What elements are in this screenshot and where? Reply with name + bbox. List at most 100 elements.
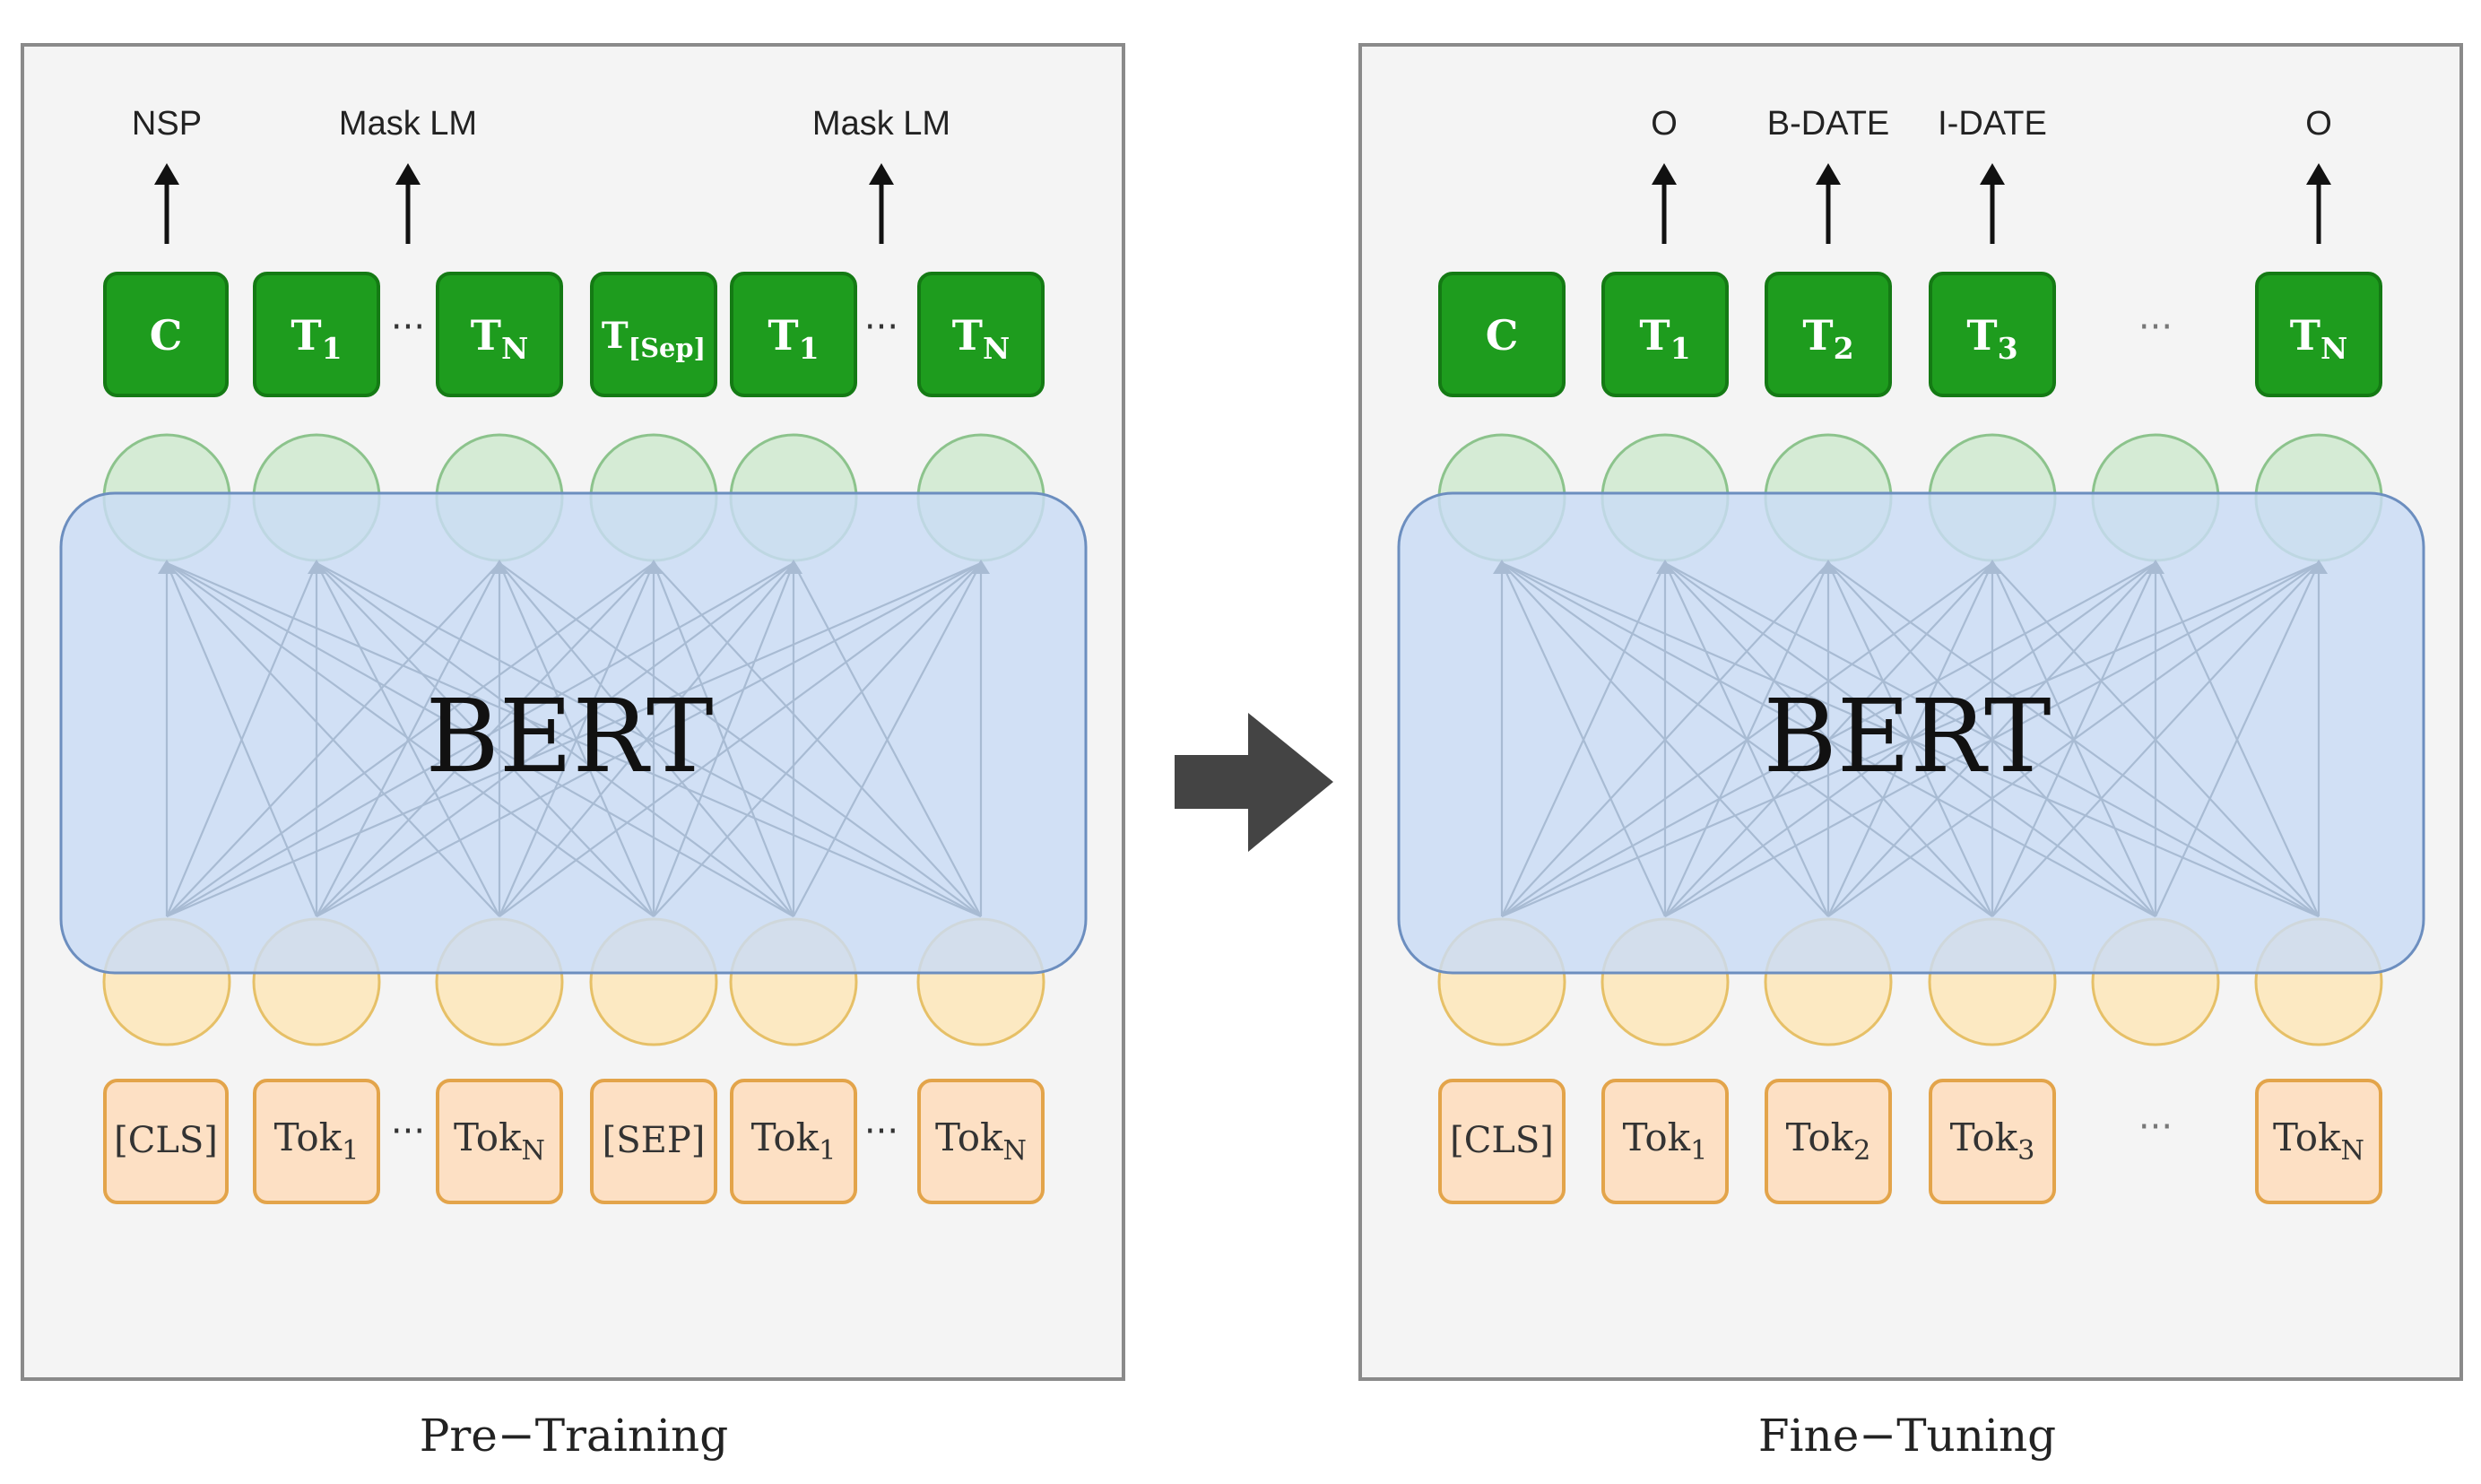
input-token-tokn: TokN [436, 1079, 563, 1204]
svg-text:Tok3: Tok3 [1950, 1115, 2035, 1167]
connection-line [1501, 562, 1829, 917]
connection-arrowhead [308, 560, 325, 574]
input-token-sep: [SEP] [590, 1079, 717, 1204]
svg-text:T1: T1 [291, 311, 342, 366]
svg-text:Tok1: Tok1 [274, 1115, 360, 1167]
svg-text:T1: T1 [768, 311, 819, 366]
connection-line [166, 562, 794, 917]
transition-arrow-icon [1175, 713, 1333, 852]
input-token-tokn: TokN [2255, 1079, 2382, 1204]
connection-arrowhead [1493, 560, 1511, 574]
svg-text:TokN: TokN [935, 1115, 1027, 1167]
input-token-tok1: Tok1 [253, 1079, 380, 1204]
svg-text:Tok1: Tok1 [751, 1115, 837, 1167]
bert-model-box [1397, 491, 2425, 975]
svg-text:[SEP]: [SEP] [603, 1120, 706, 1161]
output-label-b-date: B-DATE [1767, 105, 1890, 143]
output-label-i-date: I-DATE [1938, 105, 2047, 143]
output-token-tn: TN [2255, 272, 2382, 397]
input-token-tok2: Tok2 [1765, 1079, 1892, 1204]
ellipsis: ··· [2138, 307, 2173, 348]
output-token-t1-b: T1 [730, 272, 857, 397]
connection-line [316, 562, 500, 917]
connection-line [1991, 562, 2320, 917]
nsp-label: NSP [132, 105, 202, 143]
svg-text:[CLS]: [CLS] [1450, 1120, 1554, 1161]
output-token-tn-b: TN [917, 272, 1045, 397]
connection-arrowhead [490, 560, 508, 574]
connection-arrowhead [2310, 560, 2328, 574]
output-label-o-2: O [2305, 105, 2332, 143]
input-token-cls: [CLS] [103, 1079, 229, 1204]
output-token-tn: TN [436, 272, 563, 397]
output-token-t2: T2 [1765, 272, 1892, 397]
connection-line [1664, 562, 2320, 917]
svg-text:C: C [1486, 311, 1519, 360]
bert-label: BERT [425, 679, 713, 795]
connection-line [653, 562, 982, 917]
up-arrow [1652, 163, 1677, 244]
ellipsis: ··· [391, 307, 425, 348]
up-arrow [2306, 163, 2331, 244]
connection-line [499, 562, 982, 917]
svg-text:T[Sep]: T[Sep] [602, 315, 706, 363]
ellipsis: ··· [864, 307, 898, 348]
connection-arrowhead [972, 560, 990, 574]
up-arrow-nsp [154, 163, 179, 244]
up-arrow [1816, 163, 1841, 244]
input-token-tok1-b: Tok1 [730, 1079, 857, 1204]
connection-line [316, 562, 794, 917]
connection-line [1827, 562, 2320, 917]
finetuning-caption: Fine−Tuning [1758, 1410, 2056, 1462]
svg-text:TN: TN [952, 311, 1011, 366]
mask-lm-label-1: Mask LM [339, 105, 477, 143]
input-token-cls: [CLS] [1438, 1079, 1566, 1204]
connection-arrowhead [158, 560, 176, 574]
pretraining-panel: NSP Mask LM Mask LM C T1 ··· TN [21, 43, 1125, 1462]
output-token-t1: T1 [1601, 272, 1729, 397]
mask-lm-label-2: Mask LM [812, 105, 950, 143]
connection-line [1501, 562, 2156, 917]
svg-text:TokN: TokN [2273, 1115, 2364, 1167]
svg-text:TokN: TokN [454, 1115, 545, 1167]
svg-text:[CLS]: [CLS] [114, 1120, 218, 1161]
svg-text:TN: TN [471, 311, 529, 366]
svg-text:Tok1: Tok1 [1623, 1115, 1708, 1167]
svg-text:T1: T1 [1639, 311, 1690, 366]
input-token-tokn-b: TokN [917, 1079, 1045, 1204]
svg-text:TN: TN [2290, 311, 2348, 366]
output-token-t1: T1 [253, 272, 380, 397]
connection-line [165, 562, 318, 917]
output-token-c: C [1438, 272, 1566, 397]
connection-arrowhead [785, 560, 802, 574]
input-token-tok1: Tok1 [1601, 1079, 1729, 1204]
connection-line [652, 562, 795, 917]
ellipsis: ··· [2138, 1106, 2173, 1148]
svg-text:C: C [150, 311, 183, 360]
output-label-o-1: O [1651, 105, 1678, 143]
connection-line [1501, 562, 1993, 917]
connection-arrowhead [2147, 560, 2164, 574]
output-token-t3: T3 [1929, 272, 2056, 397]
bert-connections [1493, 560, 2328, 918]
connection-line [1501, 561, 2320, 918]
svg-text:T3: T3 [1966, 311, 2017, 366]
connection-line [166, 562, 655, 917]
ellipsis: ··· [864, 1111, 898, 1152]
connection-line [793, 562, 982, 917]
pretraining-caption: Pre−Training [420, 1410, 728, 1462]
connection-line [316, 562, 655, 917]
connection-line [316, 562, 982, 917]
finetuning-panel: O B-DATE I-DATE O C T1 [1358, 43, 2463, 1462]
ellipsis: ··· [391, 1111, 425, 1152]
up-arrow [1980, 163, 2005, 244]
svg-text:Tok2: Tok2 [1786, 1115, 1871, 1167]
up-arrow-mask-lm-2 [869, 163, 894, 244]
connection-line [1501, 562, 1666, 917]
connection-arrowhead [645, 560, 663, 574]
connection-arrowhead [1983, 560, 2001, 574]
connection-line [2155, 562, 2320, 917]
connection-line [166, 561, 982, 918]
up-arrow-mask-lm-1 [395, 163, 421, 244]
connection-arrowhead [1819, 560, 1837, 574]
